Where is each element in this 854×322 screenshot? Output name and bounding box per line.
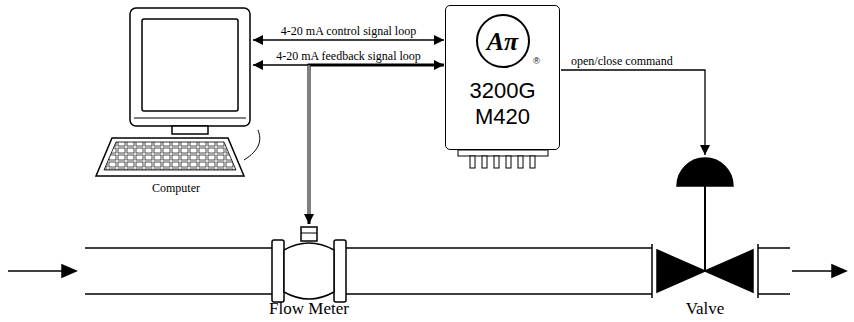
node-label: Computer (152, 181, 200, 195)
controller-box: Aπ® 3200G M420 (445, 5, 560, 150)
model-number: 3200G M420 (453, 78, 553, 130)
connector-inner (309, 65, 310, 214)
node-label: Valve (686, 299, 725, 318)
signal-label: open/close command (569, 54, 675, 68)
node-label: Flow Meter (269, 299, 349, 318)
controller-pins (458, 150, 548, 168)
signal-connector (561, 70, 705, 155)
brand-logo: Aπ (476, 14, 530, 68)
signal-label: 4-20 mA feedback signal loop (274, 49, 423, 63)
valve-illustration (657, 158, 753, 292)
signal-label: 4-20 mA control signal loop (279, 24, 418, 38)
registered-mark: ® (533, 56, 540, 66)
flow-meter: Flow Meter (249, 225, 369, 318)
pipe (85, 244, 790, 298)
computer-illustration (96, 8, 260, 176)
signal-connector (309, 65, 444, 224)
computer: Computer (100, 5, 252, 195)
valve: Valve (650, 155, 760, 318)
signal-connector (253, 39, 444, 40)
flow-meter-illustration (272, 227, 346, 302)
